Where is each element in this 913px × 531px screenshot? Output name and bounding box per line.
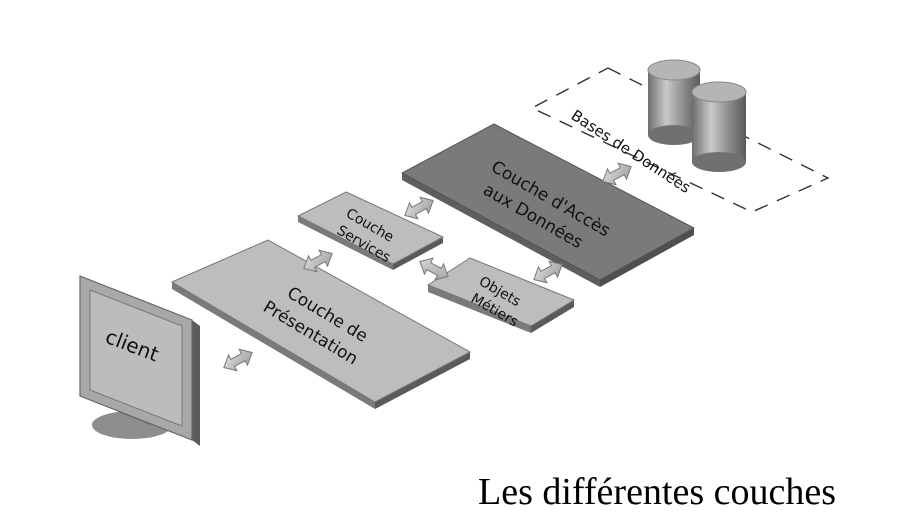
database-cylinder-icon xyxy=(647,59,701,145)
client-monitor-icon: client xyxy=(79,275,200,446)
services-layer-front xyxy=(298,216,393,270)
figure-caption: Les différentes couches xyxy=(478,471,837,513)
presentation-layer-side xyxy=(375,352,470,409)
data-access-layer: Couche d'Accès aux Données xyxy=(400,123,696,287)
data-access-layer-side xyxy=(600,228,694,287)
presentation-layer-front xyxy=(172,282,375,409)
bidirectional-arrow-icon xyxy=(219,344,257,376)
database-cylinder-icon xyxy=(691,81,747,172)
data-access-layer-front xyxy=(402,173,600,287)
bidirectional-arrow-icon xyxy=(400,192,438,224)
services-layer-side xyxy=(393,237,443,270)
databases-dashed-boundary xyxy=(530,67,830,213)
business-objects-front xyxy=(428,285,531,333)
services-layer-top xyxy=(296,191,445,265)
business-objects-side xyxy=(531,300,574,333)
monitor-side xyxy=(192,320,200,446)
presentation-layer: Couche de Présentation xyxy=(170,239,472,409)
presentation-layer-top xyxy=(170,239,472,403)
monitor-screen xyxy=(89,289,183,427)
data-access-layer-top xyxy=(400,123,696,281)
services-layer: Couche Services xyxy=(296,191,445,270)
